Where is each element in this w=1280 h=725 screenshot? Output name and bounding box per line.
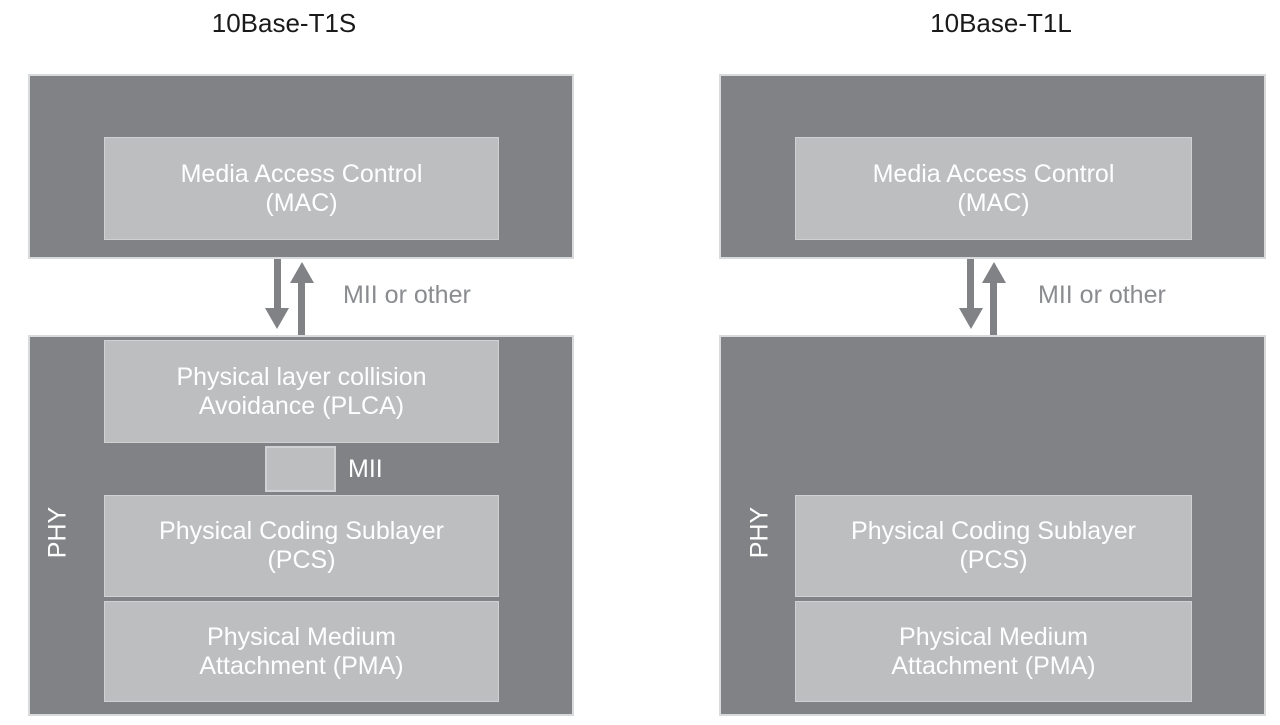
t1s-pcs-box: Physical Coding Sublayer (PCS) [104,495,499,597]
t1s-mac-line2: (MAC) [265,188,338,217]
t1s-plca-line2: Avoidance (PLCA) [198,391,405,420]
t1s-mii-label: MII [348,455,383,483]
t1l-interface-label: MII or other [1038,281,1166,309]
t1s-plca-line1: Physical layer collision [176,362,427,391]
t1l-pcs-line2: (PCS) [959,546,1028,574]
t1l-pcs-line1: Physical Coding Sublayer [851,517,1136,545]
t1l-mac-line1: Media Access Control [872,159,1115,188]
t1s-pcs-line1: Physical Coding Sublayer [159,517,444,545]
t1s-up-arrow-icon [298,283,305,335]
t1l-pma-line2: Attachment (PMA) [891,651,1096,680]
t1l-pcs-box: Physical Coding Sublayer (PCS) [795,495,1192,597]
t1s-down-arrow-icon [274,259,281,308]
t1s-up-arrowhead-icon [290,262,314,283]
t1l-up-arrow-icon [990,283,997,335]
t1s-mii-connector-box [265,446,336,492]
t1s-pcs-line2: (PCS) [267,546,336,574]
t1l-title: 10Base-T1L [930,8,1072,38]
t1s-pma-box: Physical Medium Attachment (PMA) [104,601,499,702]
t1s-title: 10Base-T1S [211,8,357,38]
t1l-phy-label: PHY [745,506,774,559]
t1s-mac-line1: Media Access Control [180,159,423,188]
t1s-down-arrowhead-icon [265,308,289,329]
t1s-interface-label: MII or other [343,281,471,309]
t1s-plca-box: Physical layer collision Avoidance (PLCA… [104,340,499,443]
t1s-pma-line2: Attachment (PMA) [199,651,404,680]
t1s-pma-line1: Physical Medium [207,622,396,651]
t1l-pma-box: Physical Medium Attachment (PMA) [795,601,1192,702]
t1l-mac-box: Media Access Control (MAC) [795,137,1192,240]
t1s-mac-box: Media Access Control (MAC) [104,137,499,240]
t1l-pma-line1: Physical Medium [899,622,1088,651]
t1l-up-arrowhead-icon [982,262,1006,283]
t1l-down-arrow-icon [967,259,974,308]
t1l-mac-line2: (MAC) [957,188,1030,217]
t1l-down-arrowhead-icon [959,308,983,329]
